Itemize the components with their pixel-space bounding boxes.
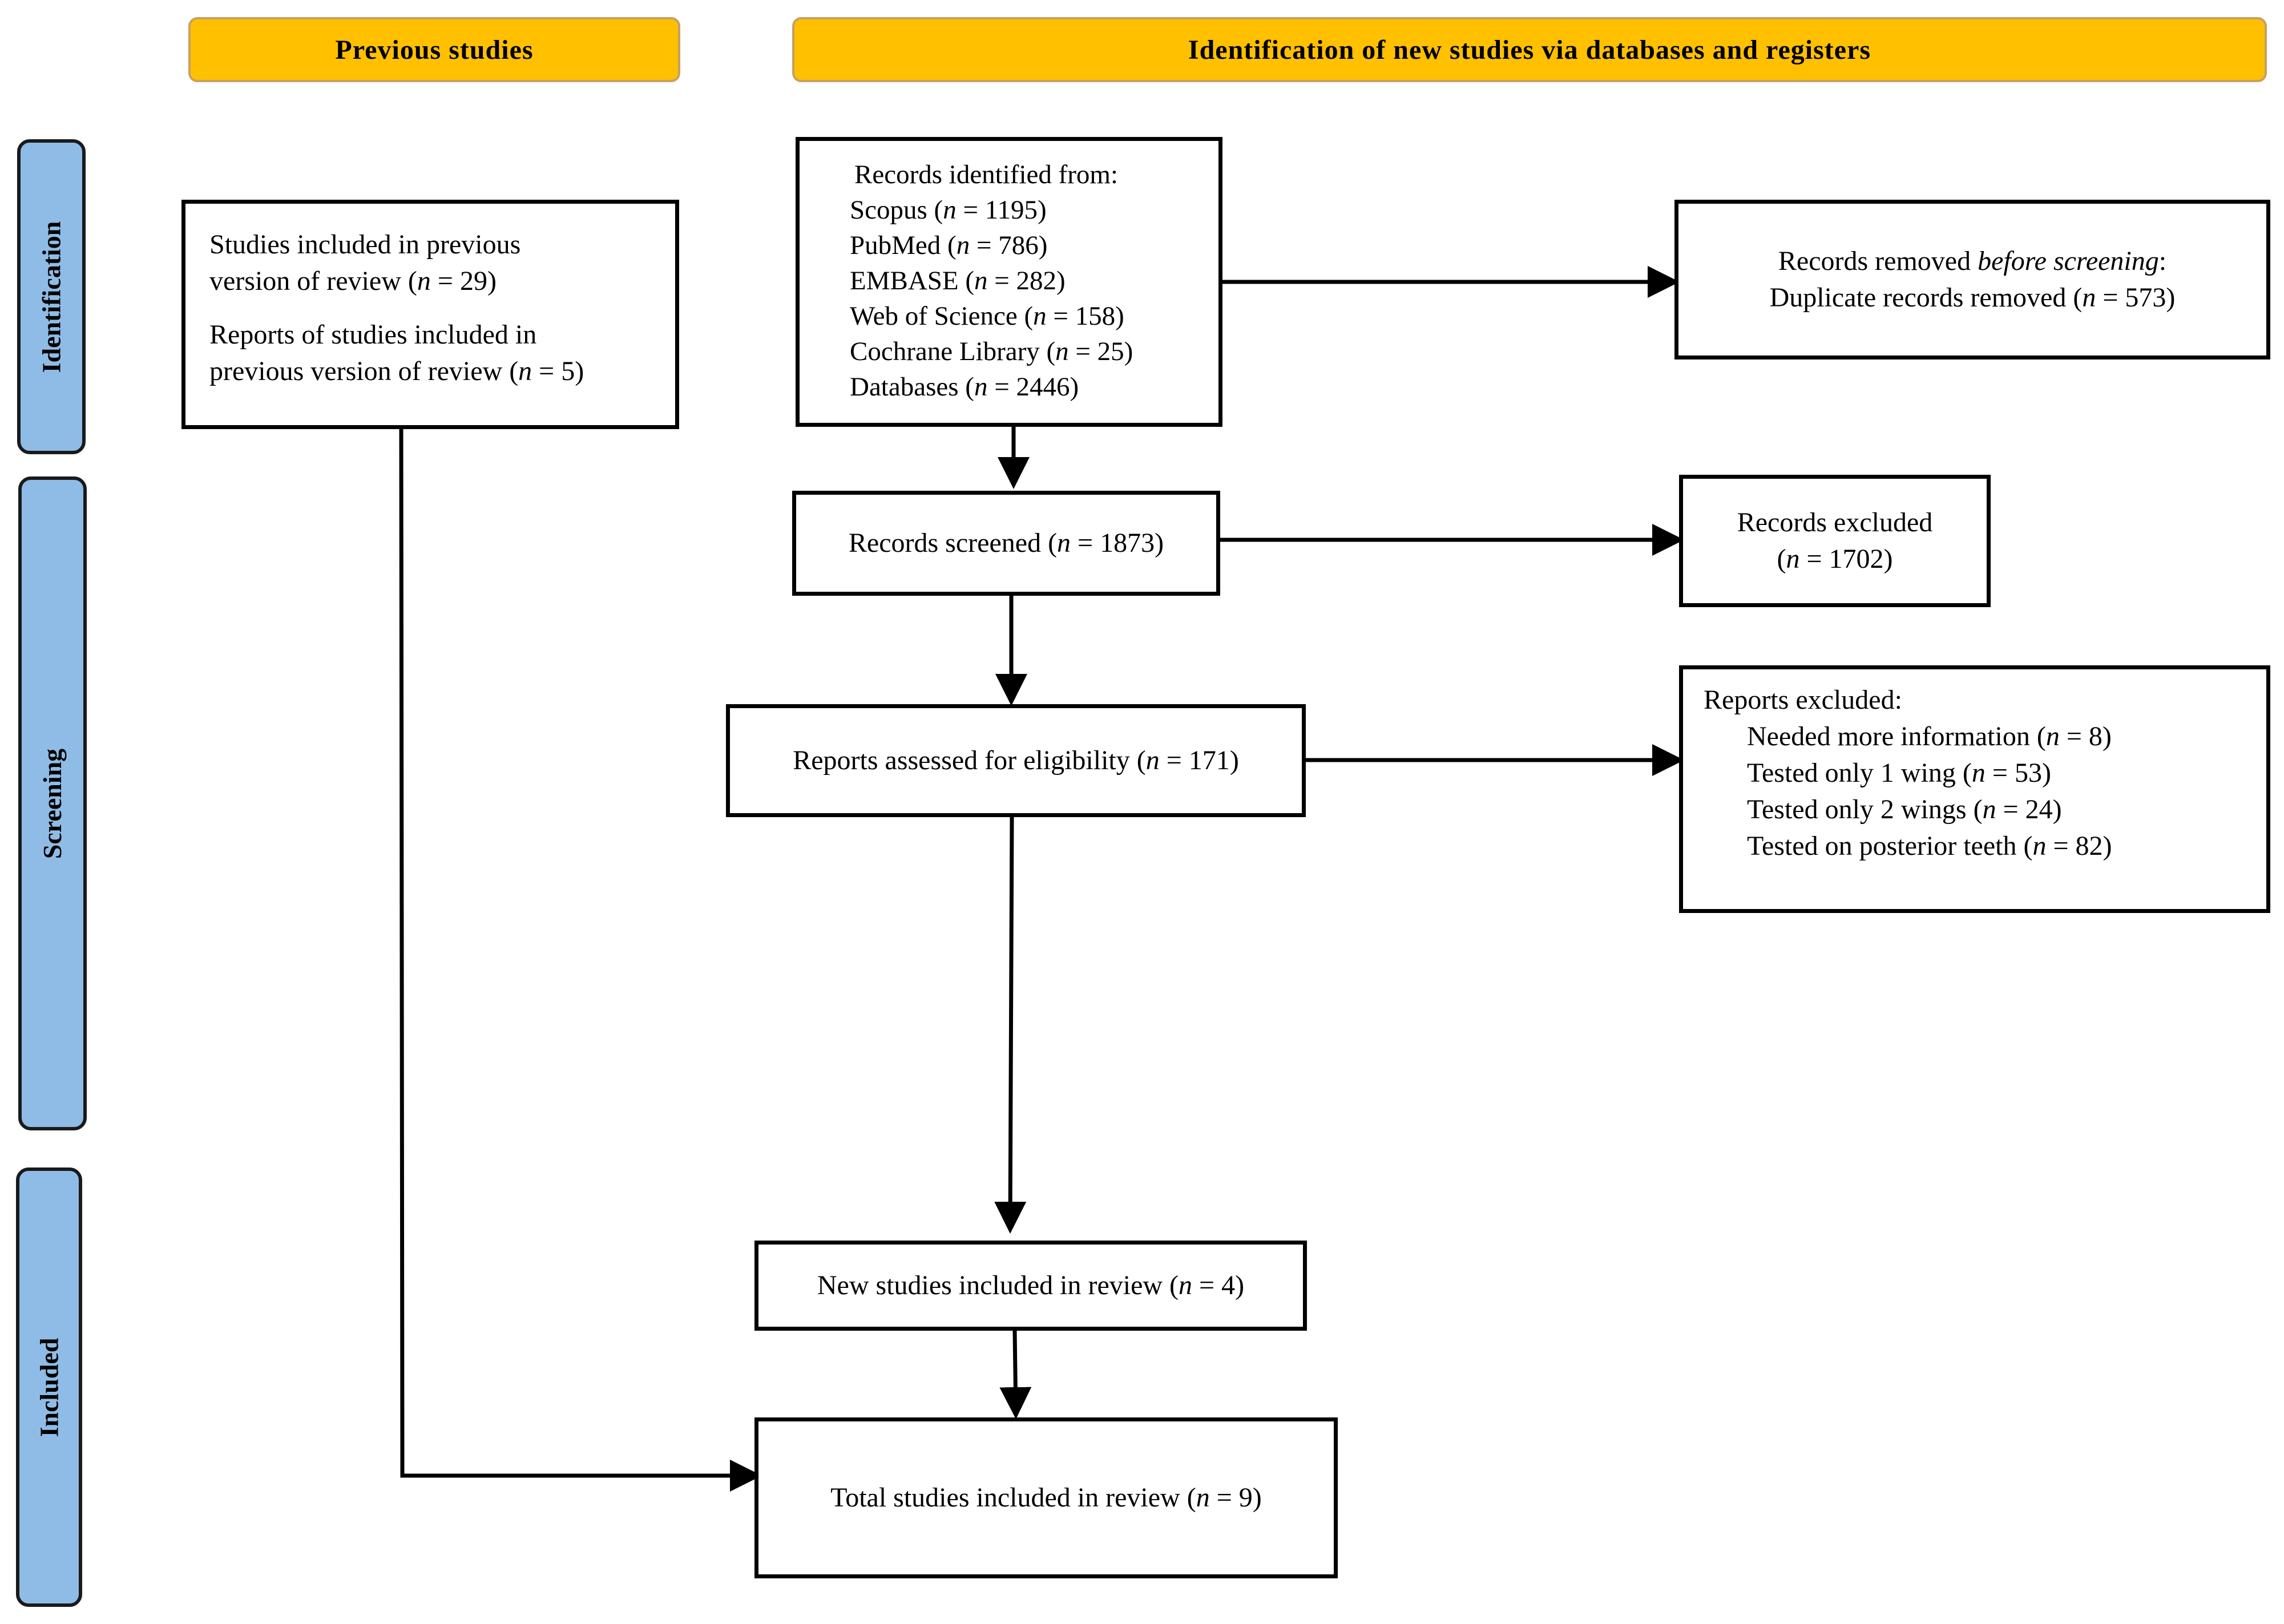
box-records-removed: Records removed before screening: Duplic… — [1674, 200, 2270, 359]
box-records-screened: Records screened (n = 1873) — [792, 491, 1220, 596]
phase-screening-label: Screening — [38, 748, 67, 859]
removed-line2: Duplicate records removed (n = 573) — [1769, 282, 2176, 313]
total-included-label: Total studies included in review (n = 9) — [830, 1482, 1262, 1513]
reports-excluded-reason: Tested on posterior teeth (n = 82) — [1747, 831, 2112, 861]
removed-line1: Records removed before screening: — [1778, 246, 2167, 276]
previous-line4: previous version of review (n = 5) — [209, 356, 584, 386]
phase-identification: Identification — [17, 139, 86, 454]
identified-source-row: Web of Science (n = 158) — [850, 301, 1124, 331]
header-new-studies: Identification of new studies via databa… — [792, 17, 2267, 82]
box-new-studies-included: New studies included in review (n = 4) — [754, 1241, 1307, 1331]
excluded-line1: Records excluded — [1737, 507, 1933, 538]
reports-excluded-reason: Tested only 1 wing (n = 53) — [1747, 758, 2051, 788]
identified-source-row: Databases (n = 2446) — [850, 372, 1079, 402]
previous-line1: Studies included in previous — [209, 229, 521, 260]
reports-excluded-reason: Needed more information (n = 8) — [1747, 721, 2112, 752]
box-previous-studies: Studies included in previous version of … — [181, 200, 679, 429]
box-records-excluded: Records excluded (n = 1702) — [1679, 475, 1991, 607]
arrow-new-included-to-total — [999, 1330, 1032, 1419]
arrow-previous-to-total — [399, 426, 762, 1492]
assessed-label: Reports assessed for eligibility (n = 17… — [793, 745, 1239, 775]
previous-line3: Reports of studies included in — [209, 320, 537, 350]
identified-source-row: Scopus (n = 1195) — [850, 195, 1047, 225]
header-previous-studies: Previous studies — [188, 17, 680, 82]
excluded-line2: (n = 1702) — [1777, 544, 1893, 574]
box-reports-assessed: Reports assessed for eligibility (n = 17… — [726, 704, 1306, 817]
reports-excluded-reason: Tested only 2 wings (n = 24) — [1747, 794, 2062, 825]
phase-included-label: Included — [34, 1338, 64, 1437]
header-previous-label: Previous studies — [335, 34, 534, 65]
identified-heading: Records identified from: — [854, 160, 1119, 189]
identified-source-row: PubMed (n = 786) — [850, 231, 1048, 260]
phase-screening: Screening — [18, 476, 87, 1130]
screened-label: Records screened (n = 1873) — [848, 528, 1164, 558]
box-reports-excluded: Reports excluded: Needed more informatio… — [1679, 665, 2270, 913]
reports-excluded-heading: Reports excluded: — [1704, 685, 1902, 715]
identified-source-row: EMBASE (n = 282) — [850, 266, 1066, 296]
box-records-identified: Records identified from: Scopus (n = 119… — [796, 137, 1222, 427]
new-included-label: New studies included in review (n = 4) — [817, 1270, 1245, 1300]
phase-included: Included — [16, 1167, 82, 1607]
header-new-label: Identification of new studies via databa… — [1188, 34, 1871, 65]
phase-identification-label: Identification — [37, 221, 66, 373]
arrow-assessed-to-new-included — [994, 817, 1027, 1234]
identified-source-row: Cochrane Library (n = 25) — [850, 337, 1133, 366]
previous-line2: version of review (n = 29) — [209, 266, 497, 296]
box-total-studies-included: Total studies included in review (n = 9) — [754, 1417, 1338, 1578]
